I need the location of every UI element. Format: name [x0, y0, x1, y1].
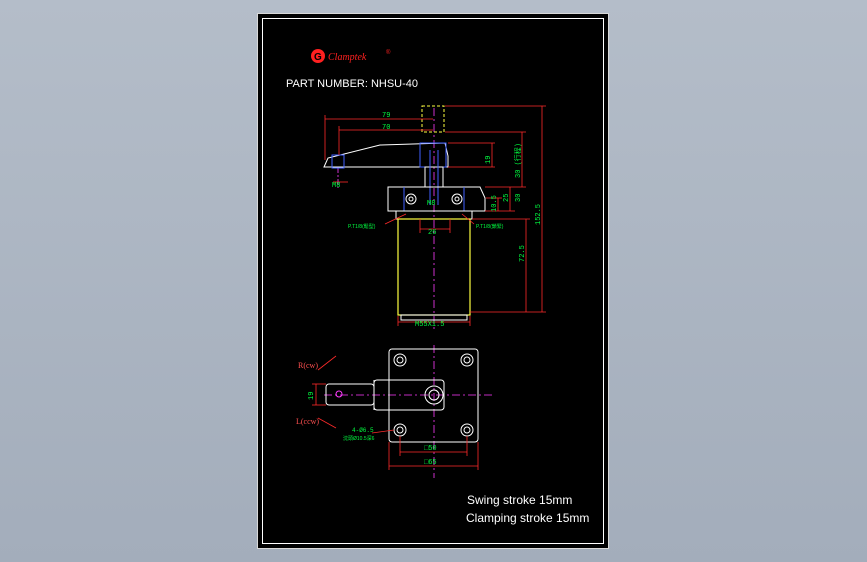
sheet-border: [262, 18, 604, 544]
dim-72-5: 72.5: [519, 245, 527, 262]
part-number: PART NUMBER: NHSU-40: [286, 78, 418, 90]
dim-152-5: 152.5: [535, 204, 543, 225]
note-clamping-stroke: Clamping stroke 15mm: [466, 511, 589, 525]
drawing-sheet: [257, 13, 609, 549]
dim-70: 70: [382, 124, 390, 132]
label-l-ccw: L(ccw): [296, 417, 319, 426]
brand-mark: G: [314, 52, 322, 63]
brand-name: Clamptek: [328, 52, 367, 63]
label-r-cw: R(cw): [298, 361, 318, 370]
plan-arm: [325, 379, 445, 411]
dim-30-stroke: 30 (行程): [513, 143, 523, 178]
port-right-label: P.T1/8(鎖緊): [476, 223, 504, 230]
dim-counterbore: 沈頭Ø10.5深6: [343, 435, 375, 442]
clamp-arm: [323, 142, 449, 169]
dim-10-5: 10.5: [491, 195, 499, 212]
dim-thread: M55X1.5: [415, 321, 444, 329]
plan-flange: [388, 348, 479, 443]
dimension-lines-plan: [312, 355, 479, 470]
dim-19-plan: 19: [308, 392, 316, 400]
dim-26: 26: [428, 229, 436, 237]
brand-logo-icon: [311, 49, 325, 63]
dimension-lines-elevation: [324, 105, 546, 326]
cylinder-thread: [400, 314, 468, 321]
brand-registered: ®: [386, 49, 391, 56]
note-swing-stroke: Swing stroke 15mm: [467, 493, 572, 507]
dim-30: 30: [515, 194, 523, 202]
flange: [387, 186, 486, 220]
dim-65: □65: [424, 459, 437, 467]
dim-m8-center: M8: [427, 200, 435, 208]
dim-50: □50: [424, 445, 437, 453]
dim-79: 79: [382, 112, 390, 120]
dim-19-top: 19: [485, 156, 493, 164]
dim-25: 25: [503, 194, 511, 202]
port-left-label: P.T1/8(鬆型): [348, 223, 376, 230]
brand-logo: G Clamptek ®: [311, 49, 391, 63]
dim-m8-left: M8: [332, 182, 340, 190]
dim-holes: 4-Ø6.5: [352, 427, 374, 434]
